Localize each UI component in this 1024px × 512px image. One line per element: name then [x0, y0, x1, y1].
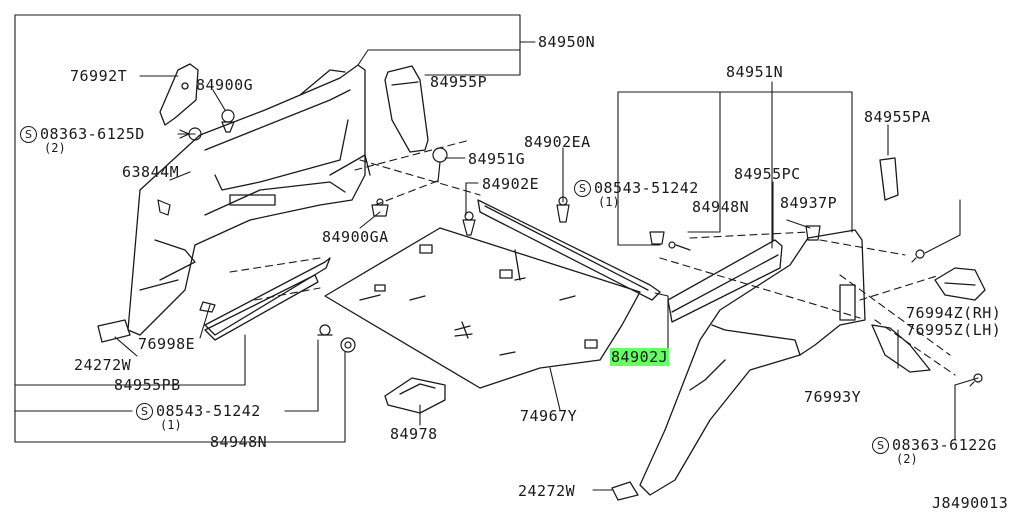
callout-84948n-a: 84948N	[692, 198, 750, 216]
callout-76995z: 76995Z(LH)	[906, 321, 1002, 339]
screw-symbol-icon: S	[872, 437, 889, 454]
part-24272w-pad-left	[97, 319, 131, 343]
callout-08543-51242-b: 08543-51242	[156, 402, 261, 420]
callout-84902e: 84902E	[482, 175, 540, 193]
callout-08363-6122g-qty: (2)	[896, 452, 918, 466]
fasteners	[157, 109, 983, 387]
callout-84955pa: 84955PA	[864, 108, 931, 126]
part-84978-piece	[384, 377, 446, 414]
screw-symbol-icon: S	[574, 180, 591, 197]
callout-08543-51242-a: 08543-51242	[594, 179, 699, 197]
callout-84951g: 84951G	[468, 150, 526, 168]
part-84955pa	[879, 157, 899, 201]
callout-84937p: 84937P	[780, 194, 838, 212]
diagram-code: J8490013	[932, 494, 1009, 512]
part-84955pc-cover	[667, 239, 783, 323]
screw-symbol-icon: S	[20, 126, 37, 143]
callout-84902j[interactable]: 84902J	[610, 348, 670, 366]
callout-76994z: 76994Z(RH)	[906, 304, 1002, 322]
left-frame-lines	[14, 14, 669, 491]
callout-84978: 84978	[390, 425, 438, 443]
callout-08543-51242-a-qty: (1)	[598, 195, 620, 209]
part-76998e-strip	[204, 257, 331, 336]
part-84951n-side-trim	[639, 229, 866, 496]
callout-76993y: 76993Y	[804, 388, 862, 406]
part-76992t-bracket	[159, 63, 199, 126]
callout-24272w-b: 24272W	[518, 482, 576, 500]
screw-symbol-icon: S	[136, 403, 153, 420]
part-76994z-bracket	[934, 267, 986, 301]
part-84955p-cover	[384, 65, 429, 153]
part-24272w-pad-right	[611, 481, 639, 501]
callout-84950n: 84950N	[538, 33, 596, 51]
callout-74967y: 74967Y	[520, 407, 578, 425]
callout-84902ea: 84902EA	[524, 133, 591, 151]
callout-08363-6125d-qty: (2)	[44, 141, 66, 155]
callout-76992t: 76992T	[70, 67, 128, 85]
callout-84955pb: 84955PB	[114, 376, 181, 394]
part-74967y-floor	[324, 227, 641, 389]
callout-08363-6122g: 08363-6122G	[892, 436, 997, 454]
callout-84955p: 84955P	[430, 73, 488, 91]
callout-84900ga: 84900GA	[322, 228, 389, 246]
part-84902-rail	[477, 199, 661, 301]
part-84950n-side-trim	[127, 64, 371, 336]
part-84955pb-cover	[204, 274, 319, 341]
callout-08363-6125d: 08363-6125D	[40, 125, 145, 143]
callout-84948n-b: 84948N	[210, 433, 268, 451]
callout-84900g: 84900G	[196, 76, 254, 94]
highlighted-part-number: 84902J	[610, 348, 670, 366]
right-frame-lines	[617, 81, 979, 441]
callout-24272w-a: 24272W	[74, 356, 132, 374]
part-76993y-cover	[871, 324, 931, 373]
callout-84955pc: 84955PC	[734, 165, 801, 183]
callout-63844m: 63844M	[122, 163, 180, 181]
callout-76998e: 76998E	[138, 335, 196, 353]
callout-84951n: 84951N	[726, 63, 784, 81]
callout-08543-51242-b-qty: (1)	[160, 418, 182, 432]
